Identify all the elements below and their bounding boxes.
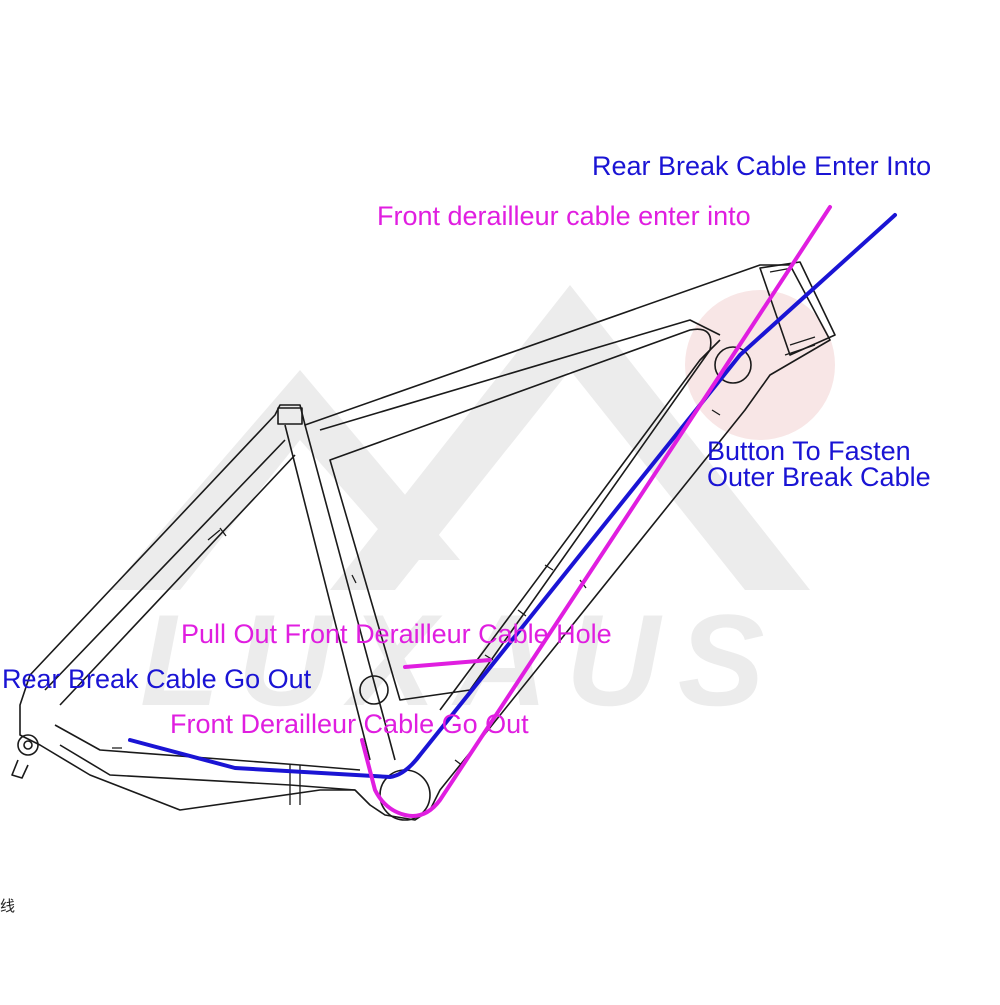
- derailleur-hanger: [11, 759, 29, 779]
- rear-dropout-inner: [23, 740, 33, 750]
- watermark-brand: LUXAUS: [140, 587, 782, 733]
- rear-brake-cable-path: [128, 213, 897, 779]
- footnote-char: 线: [0, 897, 16, 915]
- front-derailleur-cable-path: [360, 205, 832, 818]
- watermark-logo: LUXAUS: [110, 285, 835, 733]
- head-tube-port: [714, 346, 752, 384]
- label-rear-brake-out: Rear Break Cable Go Out: [2, 664, 312, 694]
- label-button-fasten-2: Outer Break Cable: [707, 462, 931, 492]
- seat-tube: [284, 424, 396, 761]
- label-button-fasten-1: Button To Fasten: [707, 436, 911, 466]
- down-tube-inner: [439, 339, 721, 711]
- label-front-derailleur-enter: Front derailleur cable enter into: [377, 201, 751, 231]
- frame-outer-outline: [19, 264, 831, 821]
- rear-dropout: [17, 734, 39, 756]
- seat-collar: [277, 407, 303, 425]
- seat-tube-hole: [359, 675, 389, 705]
- label-front-derailleur-out: Front Derailleur Cable Go Out: [170, 709, 529, 739]
- watermark-mountain-right: [330, 285, 810, 590]
- bike-frame: [11, 261, 836, 821]
- front-derailleur-hole-line: [403, 658, 492, 669]
- label-pull-out-hole: Pull Out Front Derailleur Cable Hole: [181, 619, 612, 649]
- main-triangle-inner: [329, 328, 712, 701]
- watermark-sun: [685, 290, 835, 440]
- front-derailleur-cable: [360, 205, 832, 818]
- watermark-mountain-left: [110, 370, 460, 590]
- rear-brake-cable: [128, 213, 897, 779]
- label-rear-brake-enter: Rear Break Cable Enter Into: [592, 151, 932, 181]
- seat-stay: [44, 439, 296, 706]
- top-tube-inner: [319, 319, 721, 431]
- head-tube: [759, 261, 836, 356]
